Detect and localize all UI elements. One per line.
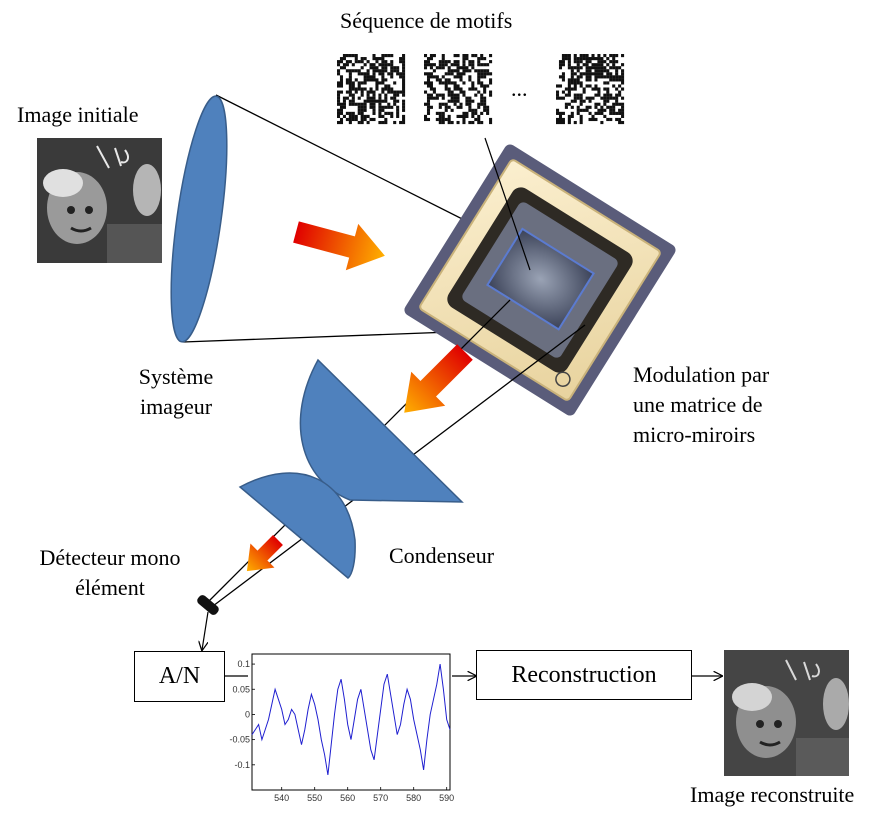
modulation-line3: micro-miroirs	[633, 422, 756, 447]
imaging-system-line2: imageur	[139, 394, 213, 419]
detector-line2: élément	[75, 575, 145, 600]
signal-series-line	[251, 664, 451, 775]
modulation-line1: Modulation par	[633, 362, 770, 387]
ellipsis-label: ...	[511, 76, 528, 101]
pattern-1	[337, 54, 406, 125]
adc-label: A/N	[158, 663, 201, 689]
detector-label: Détecteur mono élément	[20, 543, 200, 603]
initial-image	[37, 138, 162, 263]
y-tick-label-0: 0.1	[237, 659, 250, 669]
sequence-label: Séquence de motifs	[340, 8, 513, 33]
imaging-system-line1: Système	[138, 364, 214, 389]
light-arrow-3	[246, 535, 283, 572]
imaging-lens	[170, 95, 228, 343]
y-tick-label-3: -0.05	[229, 735, 250, 745]
imaging-ray-top	[215, 94, 501, 239]
detector-to-adc-arrow	[202, 611, 209, 650]
pattern-ray	[484, 137, 531, 271]
pattern-2	[424, 54, 493, 125]
y-tick-label-4: -0.1	[234, 760, 250, 770]
condenser-label: Condenseur	[389, 543, 495, 568]
reconstruction-box: Reconstruction	[476, 650, 692, 700]
initial-image-label: Image initiale	[17, 102, 139, 127]
pattern-3	[556, 54, 625, 125]
light-arrow-2	[404, 344, 473, 413]
single-pixel-detector	[197, 595, 219, 615]
reconstructed-image-label: Image reconstruite	[690, 782, 855, 807]
x-tick-label-3: 570	[373, 793, 388, 803]
y-tick-label-2: 0	[245, 709, 250, 719]
reconstruction-label: Reconstruction	[511, 661, 657, 688]
condenser-lens-bottom	[238, 472, 356, 579]
plot-frame	[251, 653, 451, 791]
dmd-chip	[404, 144, 676, 416]
x-tick-label-1: 550	[307, 793, 322, 803]
adc-box: A/N	[134, 651, 225, 702]
y-tick-label-1: 0.05	[232, 684, 250, 694]
detector-line1: Détecteur mono	[39, 545, 181, 570]
x-tick-label-5: 590	[439, 793, 454, 803]
signal-chart: 540 550 560 570 580 590 0.1 0.05 0 -0.05 -0.1	[229, 653, 454, 803]
imaging-system-label: Système imageur	[120, 362, 232, 422]
modulation-label: Modulation par une matrice de micro-miro…	[633, 360, 769, 450]
x-tick-label-0: 540	[274, 793, 289, 803]
x-tick-label-4: 580	[406, 793, 421, 803]
x-tick-label-2: 560	[340, 793, 355, 803]
modulation-line2: une matrice de	[633, 392, 763, 417]
reconstructed-image	[724, 650, 849, 776]
condenser-lens-top	[299, 358, 464, 503]
light-arrow-1	[293, 221, 385, 271]
